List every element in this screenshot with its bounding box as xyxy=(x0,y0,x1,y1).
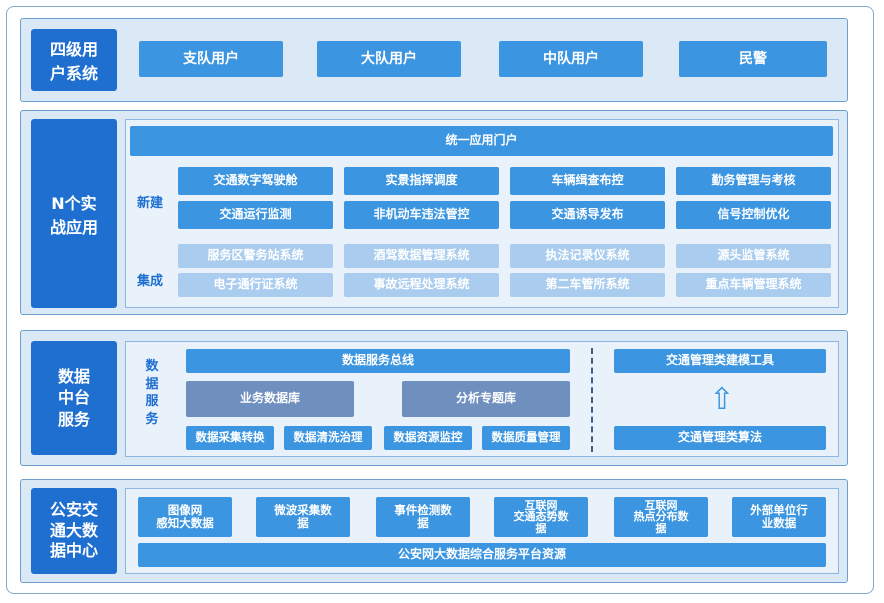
layer3-title-line1: 数据 xyxy=(57,366,90,386)
integrated-box: 重点车辆管理系统 xyxy=(676,273,831,297)
label-char: 据 xyxy=(145,376,159,392)
layer-user-systems: 四级用户系统 支队用户 大队用户 中队用户 民警 xyxy=(20,18,848,102)
applications-panel: 统一应用门户 新建 集成 交通数字驾驶舱 实景指挥调度 车辆缉查布控 勤务管理与… xyxy=(125,119,839,308)
app-box: 车辆缉查布控 xyxy=(510,167,665,195)
label-char: 数 xyxy=(145,359,159,374)
layer2-title-line1: N个实 xyxy=(51,193,97,213)
integrated-box: 源头监管系统 xyxy=(676,244,831,268)
source-line: 图像网 xyxy=(167,502,203,517)
layer-applications: N个实战应用 统一应用门户 新建 集成 交通数字驾驶舱 实景指挥调度 车辆缉查布… xyxy=(20,110,848,315)
source-line: 交通态势数 xyxy=(513,510,569,524)
integrated-box: 电子通行证系统 xyxy=(178,273,333,297)
layer1-title-line2: 户系统 xyxy=(49,64,98,83)
source-line: 据 xyxy=(297,516,309,530)
data-tool: 数据清洗治理 xyxy=(284,426,372,450)
layer1-title-line1: 四级用 xyxy=(49,40,98,59)
modeling-tools: 交通管理类建模工具 xyxy=(614,349,826,373)
integrated-box: 服务区警务站系统 xyxy=(178,244,333,268)
user-box: 支队用户 xyxy=(139,41,283,77)
layer4-title-line1: 公安交 xyxy=(49,499,98,519)
layer-data-middle-platform: 数据中台服务 数 据 服 务 数据服务总线 业务数据库 分析专题库 数据采集转换… xyxy=(20,330,848,466)
source-line: 感知大数据 xyxy=(156,516,214,530)
divider xyxy=(591,348,593,452)
label-char: 服 xyxy=(145,394,159,410)
layer4-title-line3: 据中心 xyxy=(49,541,98,561)
data-tool: 数据采集转换 xyxy=(186,426,274,450)
integrated-box: 第二车管所系统 xyxy=(510,273,665,297)
up-arrow-icon: ⇧ xyxy=(709,382,735,417)
layer-big-data-center: 公安交通大数据中心 图像网感知大数据 微波采集数据 事件检测数据 互联网交通态势… xyxy=(20,479,848,583)
source-line: 互联网 xyxy=(644,498,678,512)
source-line: 据 xyxy=(417,516,429,530)
source-line: 据 xyxy=(655,521,667,535)
data-source: 图像网感知大数据 xyxy=(138,497,232,537)
data-source: 外部单位行业数据 xyxy=(732,497,826,537)
source-line: 热点分布数 xyxy=(633,510,689,524)
platform-resources: 公安网大数据综合服务平台资源 xyxy=(138,543,826,567)
data-source: 微波采集数据 xyxy=(256,497,350,537)
user-box: 大队用户 xyxy=(317,41,461,77)
layer3-title: 数据中台服务 xyxy=(31,341,117,455)
app-box: 交通诱导发布 xyxy=(510,201,665,229)
app-box: 勤务管理与考核 xyxy=(676,167,831,195)
unified-portal: 统一应用门户 xyxy=(130,126,833,156)
data-service-bus: 数据服务总线 xyxy=(186,349,570,373)
data-source: 互联网交通态势数据 xyxy=(494,497,588,537)
layer4-title: 公安交通大数据中心 xyxy=(31,488,117,574)
integrated-box: 事故远程处理系统 xyxy=(344,273,499,297)
data-services-panel: 数 据 服 务 数据服务总线 业务数据库 分析专题库 数据采集转换 数据清洗治理… xyxy=(125,341,839,457)
source-line: 微波采集数 xyxy=(274,502,332,517)
user-box: 中队用户 xyxy=(499,41,643,77)
data-tool: 数据质量管理 xyxy=(482,426,570,450)
source-line: 据 xyxy=(535,521,547,535)
integrated-box: 酒驾数据管理系统 xyxy=(344,244,499,268)
business-database: 业务数据库 xyxy=(186,381,354,417)
app-box: 交通运行监测 xyxy=(178,201,333,229)
app-box: 实景指挥调度 xyxy=(344,167,499,195)
app-box: 信号控制优化 xyxy=(676,201,831,229)
source-line: 业数据 xyxy=(761,516,797,530)
label-char: 务 xyxy=(145,411,159,427)
app-box: 交通数字驾驶舱 xyxy=(178,167,333,195)
layer3-title-line3: 服务 xyxy=(57,409,90,429)
user-box: 民警 xyxy=(679,41,827,77)
layer1-title: 四级用户系统 xyxy=(31,29,117,91)
data-source: 事件检测数据 xyxy=(376,497,470,537)
layer2-title-line2: 战应用 xyxy=(49,217,98,237)
source-line: 外部单位行 xyxy=(750,502,808,517)
integrated-box: 执法记录仪系统 xyxy=(510,244,665,268)
analysis-database: 分析专题库 xyxy=(402,381,570,417)
data-sources-panel: 图像网感知大数据 微波采集数据 事件检测数据 互联网交通态势数据 互联网热点分布… xyxy=(125,488,839,574)
layer2-title: N个实战应用 xyxy=(31,119,117,308)
label-new: 新建 xyxy=(136,196,163,211)
data-tool: 数据资源监控 xyxy=(384,426,472,450)
diagram-frame xyxy=(6,6,874,594)
source-line: 互联网 xyxy=(524,498,558,512)
label-integrate: 集成 xyxy=(136,274,163,289)
app-box: 非机动车违法管控 xyxy=(344,201,499,229)
layer3-title-line2: 中台 xyxy=(57,388,90,408)
traffic-algorithms: 交通管理类算法 xyxy=(614,426,826,450)
layer4-title-line2: 通大数 xyxy=(49,520,98,540)
source-line: 事件检测数 xyxy=(394,502,452,517)
data-source: 互联网热点分布数据 xyxy=(614,497,708,537)
label-data-services: 数 据 服 务 xyxy=(138,358,166,428)
